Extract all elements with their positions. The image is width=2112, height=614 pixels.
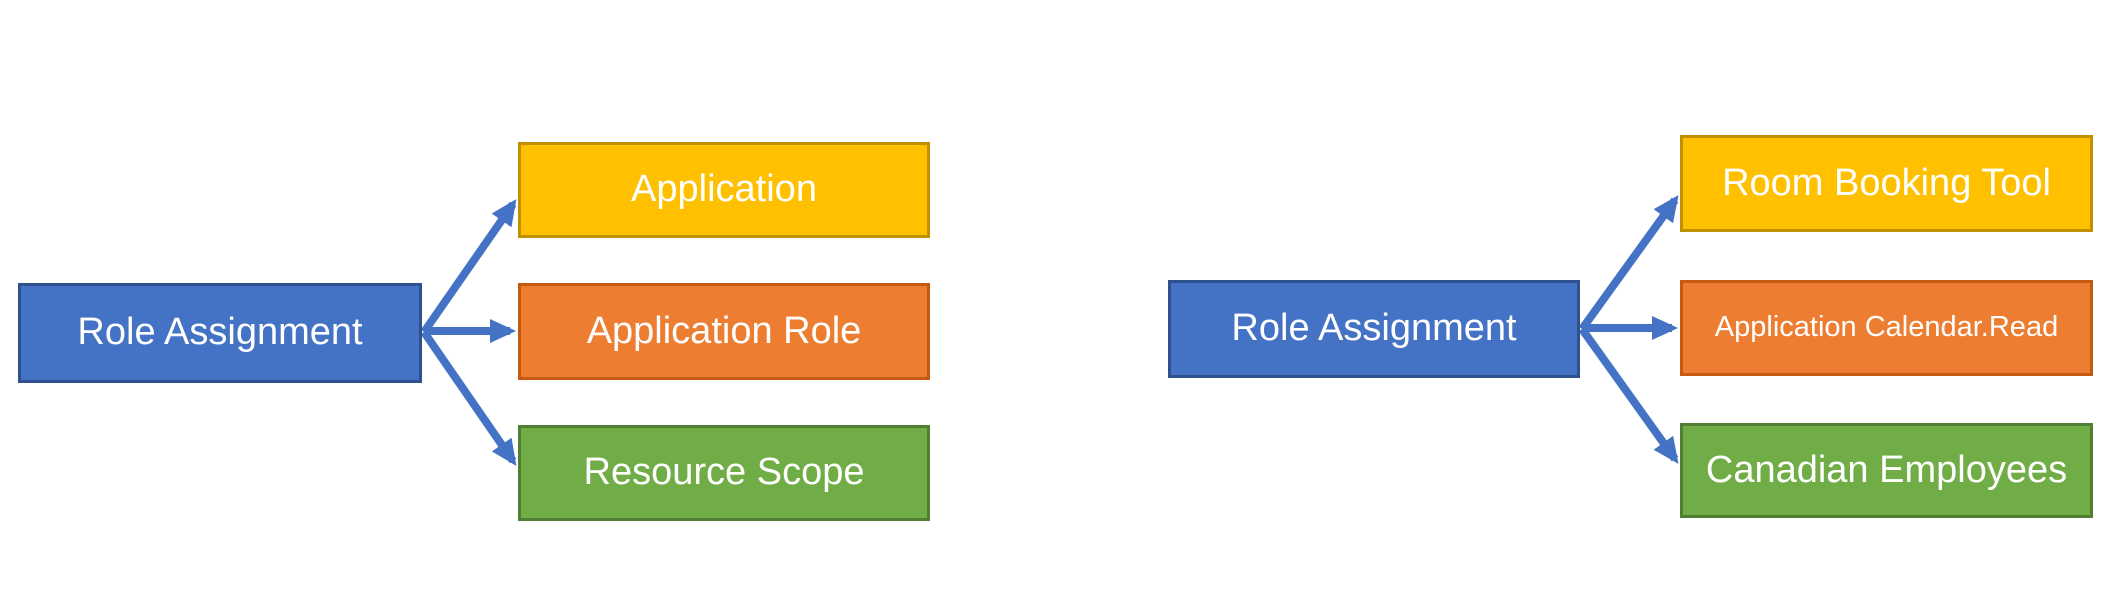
application-label: Application	[631, 168, 817, 211]
role-assignment-example-box: Role Assignment	[1168, 280, 1580, 378]
arrow-right-to-room-booking-tool	[1578, 195, 1679, 332]
application-calendar-read-box: Application Calendar.Read	[1680, 280, 2093, 376]
application-role-box: Application Role	[518, 283, 930, 380]
resource-scope-label: Resource Scope	[583, 451, 865, 494]
canadian-employees-label: Canadian Employees	[1705, 448, 2068, 491]
application-calendar-read-label: Application Calendar.Read	[1714, 311, 2059, 344]
role-assignment-label: Role Assignment	[77, 311, 363, 354]
room-booking-tool-box: Room Booking Tool	[1680, 135, 2093, 232]
application-box: Application	[518, 142, 930, 238]
role-assignment-example-label: Role Assignment	[1231, 307, 1517, 350]
application-role-label: Application Role	[586, 309, 862, 352]
canadian-employees-box: Canadian Employees	[1680, 423, 2093, 518]
role-assignment-box: Role Assignment	[18, 283, 422, 383]
room-booking-tool-label: Room Booking Tool	[1722, 161, 2051, 204]
resource-scope-box: Resource Scope	[518, 425, 930, 521]
arrow-left-to-resource-scope	[420, 329, 517, 466]
arrow-right-to-canadian-employees	[1578, 326, 1679, 464]
arrow-left-to-application	[420, 199, 517, 335]
